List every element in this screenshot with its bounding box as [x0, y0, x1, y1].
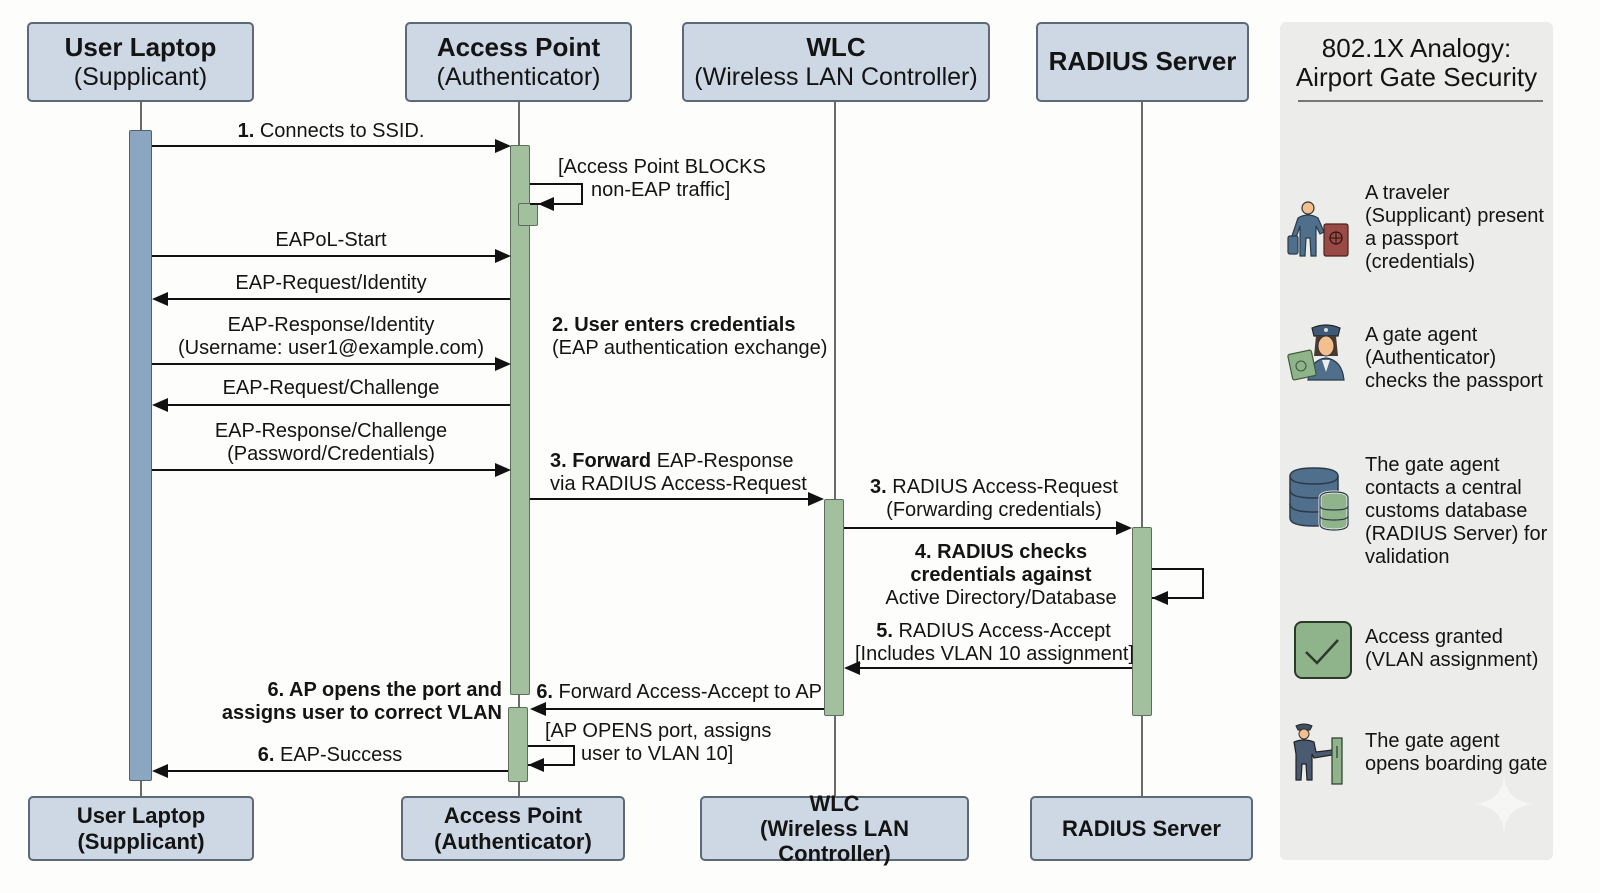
- arrowhead: [152, 398, 168, 412]
- self-arrow-ap-blocks: [530, 183, 583, 205]
- participant-user-laptop-top: User Laptop (Supplicant): [27, 22, 254, 102]
- arrowhead: [495, 249, 511, 263]
- message-label-eap-success: 6. EAP-Success: [257, 744, 403, 766]
- arrow-eap-request-identity: [166, 298, 510, 300]
- arrow-radius-access-accept: [858, 667, 1132, 669]
- message-label-eapol-start: EAPoL-Start: [275, 229, 387, 251]
- analogy-text: Access granted (VLAN assignment): [1365, 626, 1539, 671]
- participant-name: RADIUS Server: [1062, 815, 1221, 841]
- activation-radius: [1132, 527, 1152, 716]
- activation-user-laptop: [129, 130, 152, 781]
- participant-radius-top: RADIUS Server: [1036, 22, 1249, 102]
- checkmark-icon: [1294, 621, 1352, 679]
- lifeline-radius: [1141, 102, 1143, 796]
- arrow-eap-request-challenge: [166, 404, 510, 406]
- message-label-forward-eap-response: 3. Forward EAP-Response via RADIUS Acces…: [550, 450, 807, 495]
- arrowhead: [530, 702, 546, 716]
- arrowhead: [538, 197, 554, 211]
- activation-access-point-block: [518, 203, 538, 226]
- participant-role: (Authenticator): [434, 828, 592, 854]
- analogy-text: A gate agent (Authenticator) checks the …: [1365, 324, 1543, 392]
- gate-agent-icon: [1287, 324, 1345, 381]
- analogy-text: A traveler (Supplicant) present a passpo…: [1365, 182, 1544, 273]
- analogy-text: The gate agent opens boarding gate: [1365, 730, 1548, 775]
- self-arrow-ap-opens: [528, 745, 575, 766]
- participant-name: RADIUS Server: [1048, 46, 1237, 77]
- arrowhead: [808, 492, 824, 506]
- participant-role: (Wireless LAN Controller): [694, 62, 978, 91]
- participant-name: WLC: [806, 31, 866, 62]
- arrowhead: [152, 764, 168, 778]
- arrow-forward-eap-response: [530, 498, 810, 500]
- message-label-radius-access-request: 3. RADIUS Access-Request (Forwarding cre…: [870, 476, 1118, 521]
- arrowhead: [495, 463, 511, 477]
- message-label-eap-response-identity: EAP-Response/Identity (Username: user1@e…: [178, 314, 484, 359]
- analogy-panel: 802.1X Analogy: Airport Gate Security A …: [1280, 22, 1553, 860]
- arrow-eap-response-identity: [152, 363, 497, 365]
- note-user-enters-credentials: 2. User enters credentials (EAP authenti…: [552, 314, 828, 359]
- participant-role: (Supplicant): [73, 62, 208, 91]
- participant-access-point-top: Access Point (Authenticator): [405, 22, 632, 102]
- message-label-eap-request-identity: EAP-Request/Identity: [235, 272, 427, 294]
- arrow-eap-response-challenge: [152, 469, 497, 471]
- arrowhead: [152, 292, 168, 306]
- message-label-eap-response-challenge: EAP-Response/Challenge (Password/Credent…: [214, 420, 448, 465]
- participant-radius-bottom: RADIUS Server: [1030, 796, 1253, 861]
- arrowhead: [844, 661, 860, 675]
- arrow-eapol-start: [152, 255, 497, 257]
- activation-wlc: [824, 499, 844, 716]
- message-label-eap-request-challenge: EAP-Request/Challenge: [222, 377, 440, 399]
- note-radius-checks: 4. RADIUS checks credentials against Act…: [885, 541, 1117, 609]
- arrowhead: [495, 357, 511, 371]
- analogy-title: 802.1X Analogy: Airport Gate Security: [1295, 33, 1538, 92]
- arrowhead: [495, 139, 511, 153]
- message-label-forward-access-accept: 6. Forward Access-Accept to AP: [536, 681, 822, 703]
- database-icon: [1289, 467, 1350, 532]
- participant-name: Access Point: [436, 31, 601, 62]
- activation-access-point-1: [510, 145, 530, 695]
- arrowhead: [1152, 591, 1168, 605]
- sparkle-icon: [1476, 776, 1532, 832]
- message-label-connects-ssid: 1. Connects to SSID.: [237, 120, 425, 142]
- activation-access-point-2: [508, 707, 528, 782]
- boarding-gate-icon: [1293, 723, 1343, 785]
- analogy-text: The gate agent contacts a central custom…: [1365, 454, 1548, 568]
- participant-name: User Laptop: [64, 31, 217, 62]
- participant-role: (Wireless LAN Controller): [760, 815, 909, 867]
- participant-name: Access Point: [443, 803, 583, 829]
- arrowhead: [528, 758, 544, 772]
- participant-access-point-bottom: Access Point (Authenticator): [401, 796, 625, 861]
- arrow-forward-access-accept: [544, 708, 824, 710]
- note-ap-opens-port: 6. AP opens the port and assigns user to…: [221, 679, 502, 724]
- arrow-radius-access-request: [844, 527, 1118, 529]
- participant-wlc-top: WLC (Wireless LAN Controller): [682, 22, 990, 102]
- note-ap-opens-vlan: [AP OPENS port, assigns user to VLAN 10]: [545, 720, 772, 765]
- divider: [1298, 100, 1543, 102]
- traveler-passport-icon: [1287, 201, 1349, 257]
- arrow-connects-ssid: [152, 145, 497, 147]
- participant-wlc-bottom: WLC (Wireless LAN Controller): [700, 791, 969, 866]
- arrowhead: [1116, 521, 1132, 535]
- lifeline-wlc: [834, 102, 836, 796]
- participant-role: (Supplicant): [77, 828, 205, 854]
- message-label-radius-access-accept: 5. RADIUS Access-Accept [Includes VLAN 1…: [855, 620, 1135, 665]
- participant-name: WLC: [809, 790, 860, 816]
- participant-user-laptop-bottom: User Laptop (Supplicant): [28, 796, 254, 861]
- participant-role: (Authenticator): [436, 62, 601, 91]
- self-arrow-radius-check: [1152, 568, 1204, 599]
- arrow-eap-success: [166, 770, 508, 772]
- note-ap-blocks: [Access Point BLOCKS non-EAP traffic]: [558, 156, 766, 201]
- participant-name: User Laptop: [76, 803, 206, 829]
